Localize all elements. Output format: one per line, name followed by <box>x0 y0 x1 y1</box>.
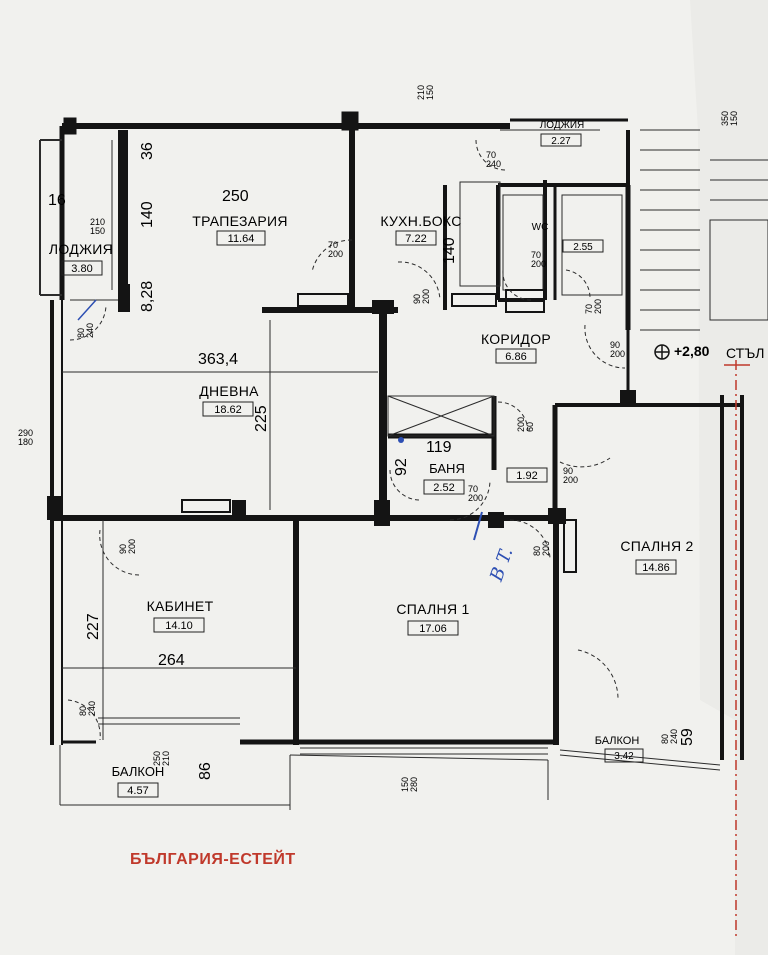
opening-top-210-150: 210150 <box>416 85 435 100</box>
dim-140-kitchen: 140 <box>441 237 458 264</box>
radiators <box>181 289 577 573</box>
room-loggia-left-name: ЛОДЖИЯ <box>49 241 113 257</box>
room-storage-area: 1.92 <box>516 470 537 482</box>
room-loggia-left-area: 3.80 <box>71 263 92 275</box>
room-dining-area: 11.64 <box>228 233 255 245</box>
watermark: БЪЛГАРИЯ-ЕСТЕЙТ <box>130 849 296 868</box>
opening-door-80-240-balc: 80240 <box>78 701 97 716</box>
opening-door-90-200-kitchen: 90200 <box>412 289 431 304</box>
room-bedroom1-name: СПАЛНЯ 1 <box>396 601 469 617</box>
level-marker: +2,80 СТЪЛ <box>654 343 764 361</box>
room-bath-name: БАНЯ <box>429 461 465 476</box>
dim-59: 59 <box>679 728 696 746</box>
room-loggia-top-area: 2.27 <box>551 136 571 147</box>
room-wc-name: WC <box>532 222 549 233</box>
dim-140: 140 <box>139 201 156 228</box>
opening-door-90-200-study: 90200 <box>118 539 137 554</box>
dim-225: 225 <box>253 405 270 432</box>
room-balcony-left-name: БАЛКОН <box>112 764 165 779</box>
opening-balc-r-80-240: 80240 <box>660 729 679 744</box>
thin-lines <box>59 129 721 810</box>
room-bedroom1-area-box <box>407 620 459 636</box>
level-label: +2,80 <box>674 343 710 359</box>
room-study-name: КАБИНЕТ <box>147 598 214 614</box>
opening-door-200-60: 20060 <box>516 417 535 432</box>
columns <box>47 130 636 528</box>
dim-119: 119 <box>426 439 452 456</box>
room-bedroom2-name: СПАЛНЯ 2 <box>620 538 693 554</box>
opening-door-80-200-bed1: 80200 <box>532 541 551 556</box>
room-balcony-right-area-box <box>604 748 644 763</box>
stair-label: СТЪЛ <box>726 345 764 361</box>
room-kitchen-area: 7.22 <box>405 233 426 245</box>
room-corridor-area-box <box>495 348 537 364</box>
door-swings <box>67 139 626 741</box>
room-living-name: ДНЕВНА <box>199 383 259 399</box>
room-study-area: 14.10 <box>165 620 193 632</box>
room-loggia-left-area-box <box>61 260 103 276</box>
opening-balc-250-210: 250210 <box>152 751 171 766</box>
room-balcony-left-area-box <box>117 782 159 798</box>
opening-door-80-240-loggia: 80240 <box>76 323 95 338</box>
room-storage-area-box <box>506 467 548 483</box>
room-living-area: 18.62 <box>214 404 242 416</box>
room-study-area-box <box>153 617 205 633</box>
room-small-area: 2.55 <box>573 242 593 253</box>
room-corridor-area: 6.86 <box>505 351 526 363</box>
loggia-left-area <box>39 139 118 301</box>
opening-top-350-150: 350150 <box>720 111 739 126</box>
room-dining-area-box <box>216 230 266 246</box>
room-labels: ТРАПЕЗАРИЯ 11.64 КУХН.БОКС 7.22 ЛОДЖИЯ 3… <box>49 120 693 798</box>
dim-250: 250 <box>222 188 249 205</box>
dim-16: 16 <box>48 192 66 209</box>
dimensions: 250 36 140 16 8,28 363,4 225 119 92 227 … <box>48 142 696 780</box>
room-kitchen-name: КУХН.БОКС <box>380 213 461 229</box>
room-dining-name: ТРАПЕЗАРИЯ <box>192 213 288 229</box>
opening-door-150-280: 150280 <box>400 777 419 792</box>
dim-227: 227 <box>85 613 102 640</box>
dim-3634: 363,4 <box>198 351 238 368</box>
staircase <box>640 149 768 321</box>
property-lines <box>724 360 750 940</box>
dim-86: 86 <box>197 762 214 780</box>
handwritten-notes: B T. <box>77 299 517 585</box>
room-loggia-top-area-box <box>540 133 582 147</box>
room-kitchen-area-box <box>395 230 437 246</box>
room-balcony-right-area: 3.42 <box>614 751 634 762</box>
room-balcony-right-name: БАЛКОН <box>595 735 640 747</box>
room-balcony-left-area: 4.57 <box>127 785 148 797</box>
dim-92: 92 <box>393 458 410 476</box>
room-bath-area: 2.52 <box>433 482 454 494</box>
room-bedroom1-area: 17.06 <box>419 623 447 635</box>
room-bedroom2-area-box <box>635 559 677 575</box>
dim-264: 264 <box>158 652 185 669</box>
room-living-area-box <box>202 401 254 417</box>
dim-828: 8,28 <box>139 281 156 312</box>
room-corridor-name: КОРИДОР <box>481 331 551 347</box>
room-bath-area-box <box>423 479 465 495</box>
room-bedroom2-area: 14.86 <box>642 562 670 574</box>
opening-door-70-200-small: 70200 <box>584 299 603 314</box>
dim-36: 36 <box>139 142 156 160</box>
room-loggia-top-name: ЛОДЖИЯ <box>540 120 585 131</box>
room-small-area-box <box>562 239 604 253</box>
